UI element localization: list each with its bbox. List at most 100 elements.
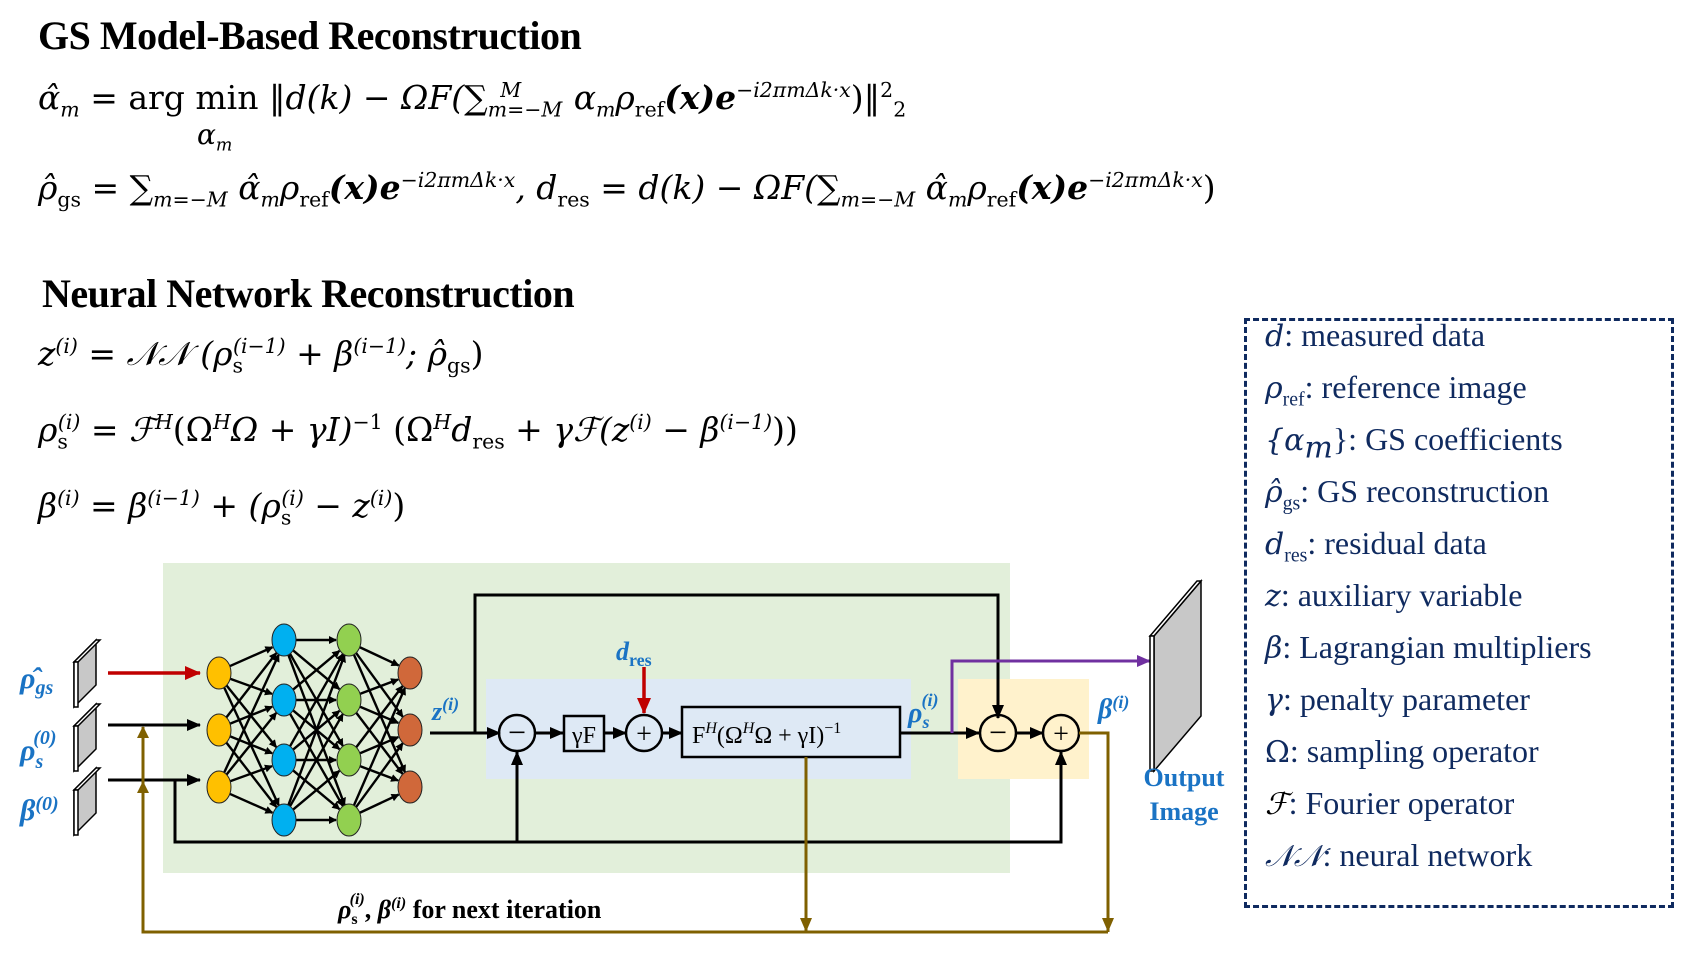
legend-symbol: {α	[1265, 423, 1305, 458]
legend-desc: : measured data	[1284, 317, 1486, 353]
eq-token: = arg min	[90, 78, 259, 117]
eq-token: gs	[57, 187, 81, 212]
eq-token: (i)	[369, 486, 393, 510]
legend-subscript: ref	[1282, 388, 1305, 411]
nn-equation-beta: β(i) = β(i−1) + (ρs(i) − z(i))	[38, 486, 405, 530]
eq-token: s	[57, 429, 68, 454]
nn-node-hidden-2	[336, 623, 362, 657]
nn-edge	[359, 678, 400, 696]
legend-item: β: Lagrangian multipliers	[1265, 629, 1592, 666]
feedback-loop	[137, 726, 1108, 934]
legend-symbol: z	[1265, 579, 1281, 614]
eq-token: α̂	[227, 168, 261, 207]
nn-edge	[225, 712, 278, 776]
legend-desc: : reference image	[1304, 369, 1527, 405]
eq-token: )‖	[850, 78, 881, 117]
legend-item: γ: penalty parameter	[1265, 681, 1530, 718]
legend-subscript: res	[1284, 544, 1308, 567]
eq-token: ‖d(k) − ΩF(∑	[269, 78, 488, 117]
nn-edge	[222, 653, 280, 774]
nn-node-hidden-1	[271, 743, 297, 777]
feedback-beta-path	[1079, 731, 1110, 932]
eq-token: (x)e	[1016, 168, 1089, 207]
eq-token: ρ	[279, 168, 300, 207]
nn-node-output	[397, 770, 423, 804]
gs-equation-rho-and-dres: ρ̂gs = ∑m=−M α̂mρref(x)e−i2πmΔk·x, dres …	[38, 168, 1216, 212]
eq-token: = ∑	[80, 168, 154, 207]
eq-token: )	[470, 334, 484, 373]
legend-item: d: measured data	[1265, 317, 1485, 354]
eq-token: (i)	[55, 334, 78, 358]
eq-token: β	[38, 486, 58, 525]
nn-edge	[354, 742, 404, 809]
nn-edge	[359, 793, 400, 814]
nn-edge	[354, 685, 404, 749]
subtract-symbol: −	[508, 714, 526, 750]
eq-token: (i−1)	[353, 334, 406, 358]
eq-token: ; ρ̂	[405, 334, 447, 373]
eq-token: (i−1)	[233, 334, 286, 358]
eq-token: − β	[651, 410, 720, 449]
legend-subscript: m	[1304, 430, 1333, 466]
legend-item: 𝒩𝒩: neural network	[1265, 837, 1532, 874]
eq-token: ρ	[967, 168, 987, 207]
eq-token: gs	[446, 353, 471, 378]
eq-token: = ℱ	[80, 410, 155, 449]
nn-node-input	[206, 770, 232, 804]
legend-item: ρref: reference image	[1265, 369, 1527, 411]
eq-token: s	[280, 505, 292, 530]
eq-token: (x)e	[664, 78, 737, 117]
eq-token: (i)	[57, 410, 81, 434]
eq-token: − z	[303, 486, 370, 525]
nn-node-output	[397, 656, 423, 690]
eq-token: d	[451, 410, 473, 449]
inverse-operator-label: FH(ΩHΩ + γI)−1	[692, 720, 841, 749]
add-symbol: +	[636, 719, 652, 750]
eq-token: (Ω	[382, 410, 434, 449]
legend-desc: : auxiliary variable	[1280, 577, 1523, 613]
eq-token: m	[596, 97, 616, 122]
rho-s-output-label: ρs(i)	[907, 690, 938, 732]
eq-token: Ω + γI)	[230, 410, 353, 449]
nn-edge	[225, 652, 278, 719]
eq-token: (i)	[281, 486, 304, 510]
nn-node-hidden-1	[271, 623, 297, 657]
input-label-rho-s0: ρs(0)	[19, 727, 57, 773]
nn-node-hidden-1	[271, 803, 297, 837]
legend-desc: : penalty parameter	[1282, 681, 1530, 717]
eq-token: m	[60, 97, 80, 122]
eq-token: ref	[299, 187, 329, 212]
eq-token: m	[947, 187, 968, 212]
eq-token: 2	[893, 97, 907, 122]
eq-token: −1	[352, 410, 383, 434]
eq-token: res	[557, 187, 590, 212]
subtract-symbol: −	[989, 714, 1007, 750]
z-label: z(i)	[431, 694, 459, 726]
eq-token: ρ	[615, 78, 635, 117]
eq-token: m=−M	[840, 187, 916, 212]
symbol-legend: d: measured data ρref: reference image {…	[1244, 317, 1674, 908]
legend-symbol: d	[1265, 527, 1285, 562]
nn-node-input	[206, 656, 232, 690]
legend-subscript: gs	[1282, 492, 1301, 515]
eq-token: (i)	[629, 410, 652, 434]
nn-edge	[288, 653, 344, 748]
eq-token: , d	[515, 168, 558, 207]
eq-token: ρ̂	[38, 168, 58, 207]
nn-equation-z: z(i) = 𝒩𝒩 (ρs(i−1) + β(i−1); ρ̂gs)	[38, 334, 483, 378]
nn-edge	[359, 764, 400, 782]
nn-node-hidden-2	[336, 803, 362, 837]
z-skip-connection	[473, 593, 1004, 733]
eq-token: = β	[79, 486, 148, 525]
eq-token: m	[215, 135, 233, 156]
nn-edge	[354, 711, 404, 775]
legend-symbol: d	[1265, 319, 1285, 354]
legend-desc: : residual data	[1307, 525, 1487, 561]
nn-node-input	[206, 713, 232, 747]
eq-token: α	[197, 118, 216, 151]
eq-token: )	[1202, 168, 1216, 207]
legend-symbol: Ω	[1265, 735, 1290, 770]
eq-token: ρ	[38, 410, 58, 449]
eq-token: + γℱ(z	[504, 410, 630, 449]
legend-symbol: β	[1265, 631, 1283, 666]
